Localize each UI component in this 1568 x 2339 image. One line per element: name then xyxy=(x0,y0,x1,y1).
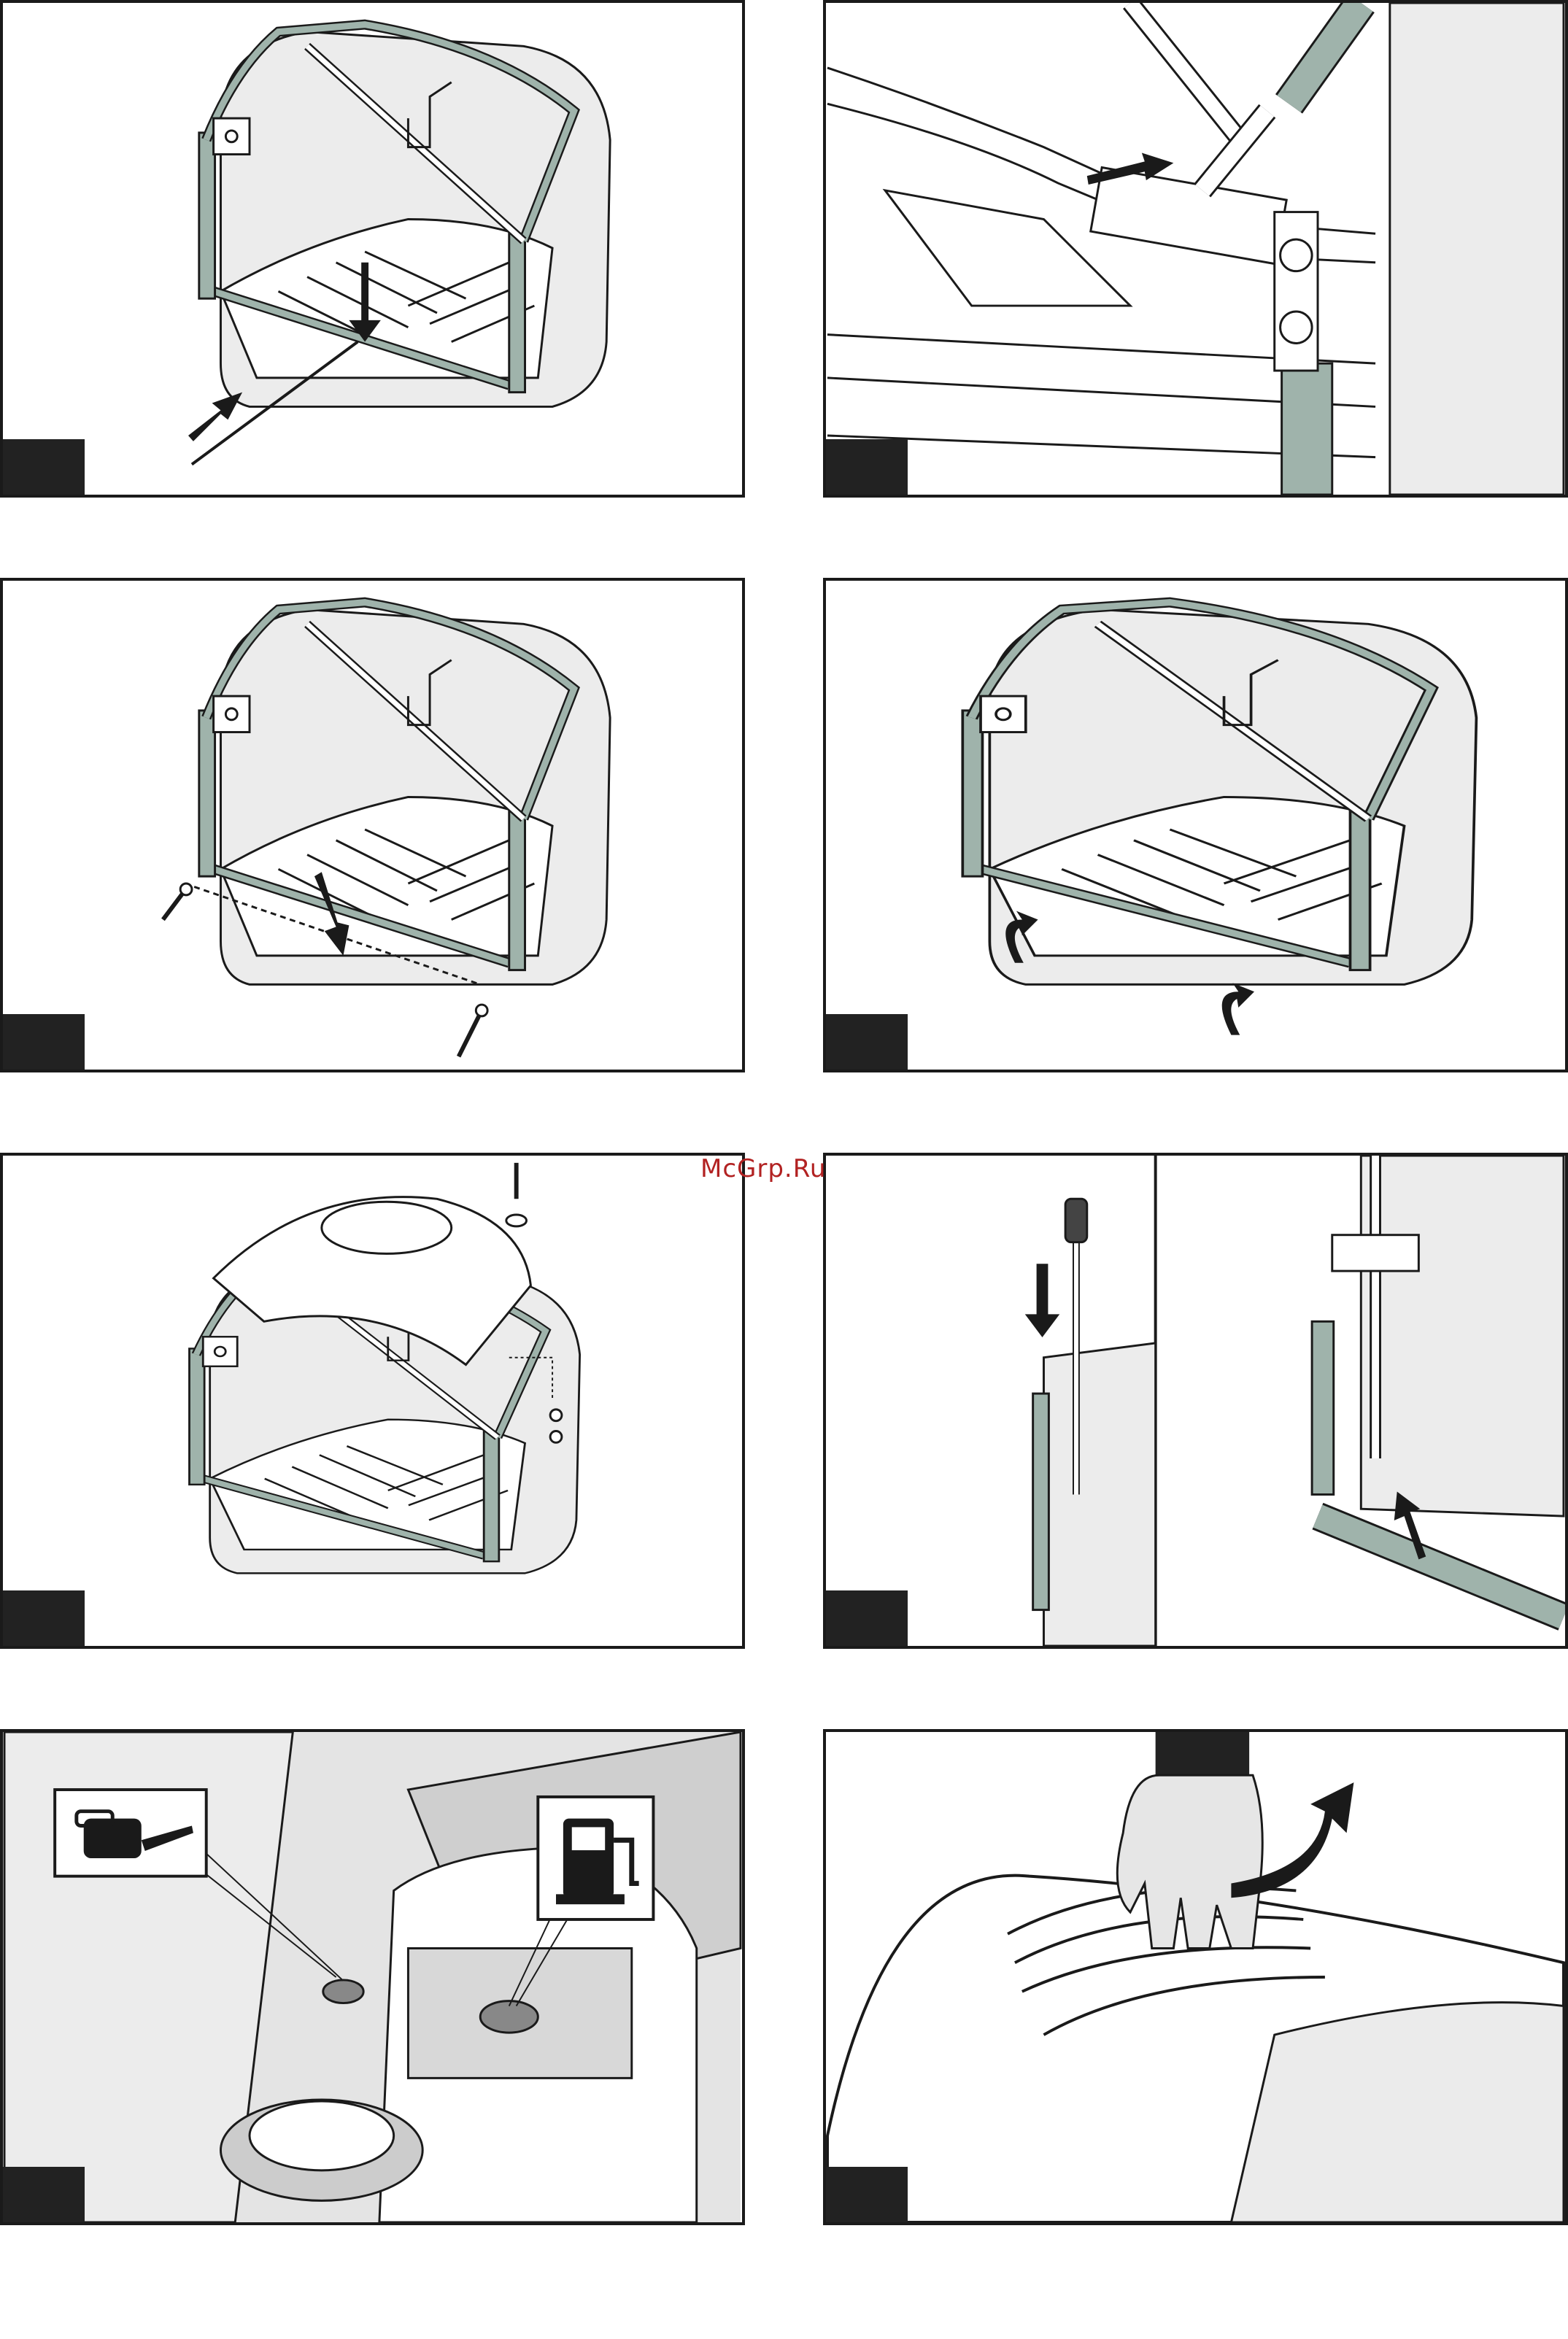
step-number-tab xyxy=(3,2167,85,2222)
watermark-text: McGrp.Ru xyxy=(700,1154,826,1183)
panel-hand-lift-cover xyxy=(823,1729,1568,2225)
step-number-tab xyxy=(3,1014,85,1070)
panel-wire-insert xyxy=(0,0,745,498)
panel-bag-frame-clip xyxy=(823,578,1568,1072)
step-number-tab xyxy=(3,439,85,495)
step-number-tab xyxy=(3,1590,85,1646)
wire-insert-illustration xyxy=(3,3,742,495)
bag-cover-attach-illustration xyxy=(3,1156,742,1646)
step-number-tab xyxy=(826,1590,908,1646)
bag-frame-clip-illustration xyxy=(826,581,1565,1070)
step-number-tab xyxy=(826,2167,908,2222)
hand-lift-cover-illustration xyxy=(826,1732,1565,2222)
panel-oil-fuel-caps xyxy=(0,1729,745,2225)
bolt-connection-illustration xyxy=(826,3,1565,495)
step-number-tab xyxy=(826,439,908,495)
panel-handle-mounting xyxy=(823,1153,1568,1649)
panel-bag-cover-attach xyxy=(0,1153,745,1649)
step-number-tab xyxy=(826,1014,908,1070)
bottom-bar-screws-illustration xyxy=(3,581,742,1070)
oil-fuel-caps-illustration xyxy=(3,1732,742,2222)
panel-bolt-connection xyxy=(823,0,1568,498)
panel-bottom-bar-screws xyxy=(0,578,745,1072)
handle-mounting-illustration xyxy=(826,1156,1565,1646)
